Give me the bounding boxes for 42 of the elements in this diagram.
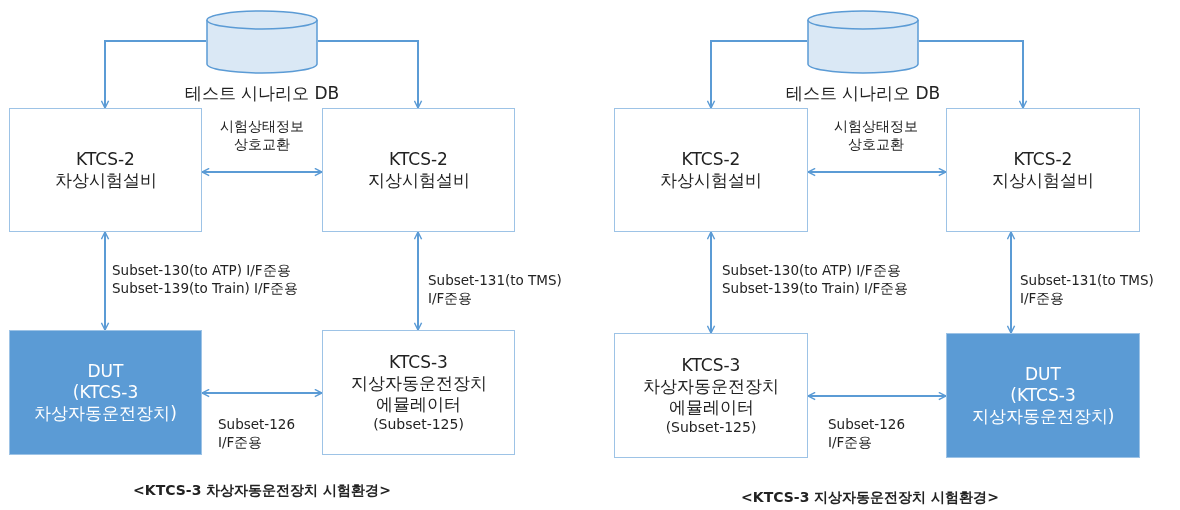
arrow [201, 167, 323, 177]
box-title: KTCS-3 [389, 351, 448, 374]
arrow [1006, 231, 1016, 334]
box-text: 지상자동운전장치 에뮬레이터 [349, 373, 488, 416]
arrow [918, 40, 1028, 109]
device-box [614, 108, 808, 232]
diagram-caption: <KTCS-3 지상자동운전장치 시험환경> [741, 489, 999, 507]
dut-box [946, 333, 1140, 458]
arrow [807, 391, 947, 401]
arrow [706, 40, 808, 109]
box-title: KTCS-2 [1013, 148, 1073, 170]
dut-box [9, 330, 202, 455]
box-title: DUT [1025, 363, 1061, 385]
box-text: 차상자동운전장치 에뮬레이터 [642, 376, 780, 419]
arrow [100, 231, 110, 331]
database-label: 테스트 시나리오 DB [184, 82, 340, 105]
arrow [807, 167, 947, 177]
box-title: KTCS-2 [681, 148, 741, 170]
database-label: 테스트 시나리오 DB [785, 82, 941, 105]
arrow [413, 231, 423, 331]
device-box [322, 330, 515, 455]
box-title: KTCS-3 [681, 354, 741, 377]
arrow [706, 231, 716, 334]
box-text: 지상시험설비 [367, 170, 470, 192]
box-text: (KTCS-3 지상자동운전장치) [970, 384, 1116, 428]
box-title: DUT [87, 360, 124, 382]
device-box [9, 108, 202, 232]
box-text: 차상시험설비 [54, 170, 157, 192]
box-title: KTCS-2 [76, 148, 135, 170]
box-text: 차상시험설비 [660, 170, 762, 192]
box-text: (Subset-125) [665, 418, 757, 437]
diagram-caption: <KTCS-3 차상자동운전장치 시험환경> [133, 482, 391, 500]
box-text: (Subset-125) [373, 415, 464, 434]
box-text: 지상시험설비 [992, 170, 1094, 192]
box-text: (KTCS-3 차상자동운전장치) [33, 381, 178, 425]
arrow [100, 40, 207, 109]
box-title: KTCS-2 [389, 148, 448, 170]
arrow [201, 388, 323, 398]
device-box [322, 108, 515, 232]
arrow [317, 40, 423, 109]
device-box [946, 108, 1140, 232]
device-box [614, 333, 808, 458]
